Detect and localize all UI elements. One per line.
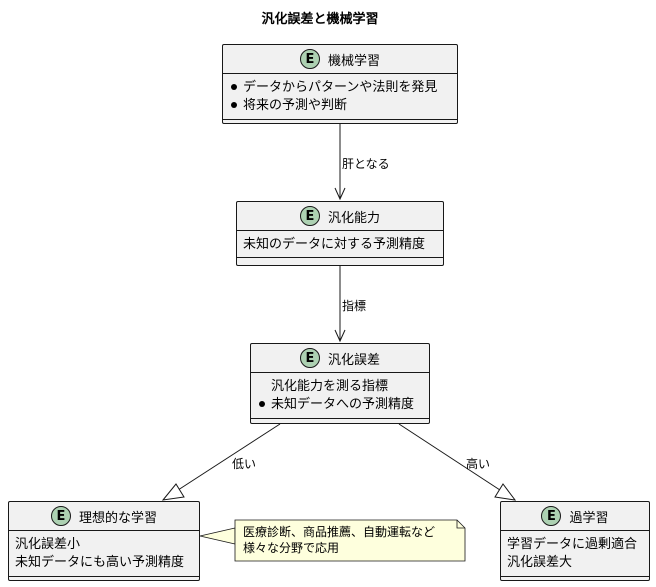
entity-machine-learning: E 機械学習 データからパターンや法則を発見 将来の予測や判断 [222,44,458,124]
entity-overfitting: E 過学習 学習データに過剰適合 汎化誤差大 [500,501,650,581]
edge-gen-error-to-ideal [174,423,281,493]
row-text: 未知データにも高い予測精度 [15,555,185,570]
row-text: 将来の予測や判断 [243,98,348,113]
note-text: 医療診断、商品推薦、自動運転など 様々な分野で応用 [243,524,435,556]
entity-name: 汎化能力 [327,210,380,226]
entity-header: E 汎化能力 [237,202,443,231]
entity-name: 機械学習 [327,53,380,69]
note-line: 様々な分野で応用 [243,541,340,555]
entity-footer [223,119,457,126]
entity-e-icon: E [50,506,71,526]
entity-e-icon: E [299,49,320,69]
bullet-icon [231,101,237,108]
bullet-icon [231,83,237,90]
row-text: 未知データへの予測精度 [271,397,415,412]
entity-row: 汎化能力を測る指標 [257,378,423,396]
diagram-title: 汎化誤差と機械学習 [261,12,379,27]
edge-label-ml-to-gen-ability: 肝となる [342,157,390,171]
entity-name: 理想的な学習 [78,510,157,526]
row-text: 汎化能力を測る指標 [271,379,389,394]
entity-name: 過学習 [569,510,609,526]
entity-header: E 過学習 [501,502,649,531]
entity-body: データからパターンや法則を発見 将来の予測や判断 [223,74,457,118]
entity-body: 汎化能力を測る指標 未知データへの予測精度 [251,373,429,417]
entity-footer [501,576,649,583]
entity-generalization-error: E 汎化誤差 汎化能力を測る指標 未知データへの予測精度 [250,343,430,424]
entity-row: 汎化誤差大 [507,554,643,572]
entity-header: E 理想的な学習 [9,502,199,531]
row-text: 汎化誤差小 [15,537,81,552]
row-text: 学習データに過剰適合 [507,537,638,552]
arrowhead-overfit [494,483,517,501]
entity-e-icon: E [541,506,562,526]
bullet-icon [259,400,265,407]
entity-body: 学習データに過剰適合 汎化誤差大 [501,531,649,575]
entity-footer [237,257,443,264]
row-text: データからパターンや法則を発見 [243,80,438,95]
note-shape [234,519,466,562]
entity-row: 未知データへの予測精度 [257,396,423,414]
edge-gen-error-to-overfit [398,423,504,493]
entity-header: E 汎化誤差 [251,344,429,373]
entity-row: 未知データにも高い予測精度 [15,554,193,572]
entity-row: 学習データに過剰適合 [507,536,643,554]
arrowhead-ideal [161,483,185,501]
entity-row: 未知のデータに対する予測精度 [243,236,437,254]
row-text: 汎化誤差大 [507,555,573,570]
row-text: 未知のデータに対する予測精度 [243,237,426,252]
entity-header: E 機械学習 [223,45,457,74]
edge-label-gen-ability-to-gen-error: 指標 [342,299,367,313]
arrowhead-gen-ability [334,187,346,201]
entity-name: 汎化誤差 [327,352,380,368]
entity-body: 汎化誤差小 未知データにも高い予測精度 [9,531,199,575]
note-line: 医療診断、商品推薦、自動運転など [243,525,436,539]
note-fold [456,520,465,529]
entity-footer [251,418,429,425]
entity-e-icon: E [299,206,320,226]
entity-generalization-ability: E 汎化能力 未知のデータに対する予測精度 [236,201,444,266]
entity-row: 将来の予測や判断 [229,97,451,115]
edge-label-gen-error-to-overfit: 高い [466,457,491,471]
entity-body: 未知のデータに対する予測精度 [237,231,443,257]
entity-e-icon: E [299,348,320,368]
edge-label-gen-error-to-ideal: 低い [232,457,257,471]
entity-row: 汎化誤差小 [15,536,193,554]
entity-ideal-learning: E 理想的な学習 汎化誤差小 未知データにも高い予測精度 [8,501,200,581]
note-connector [199,527,236,545]
arrowhead-gen-error [334,329,346,343]
entity-footer [9,576,199,583]
entity-row: データからパターンや法則を発見 [229,79,451,97]
